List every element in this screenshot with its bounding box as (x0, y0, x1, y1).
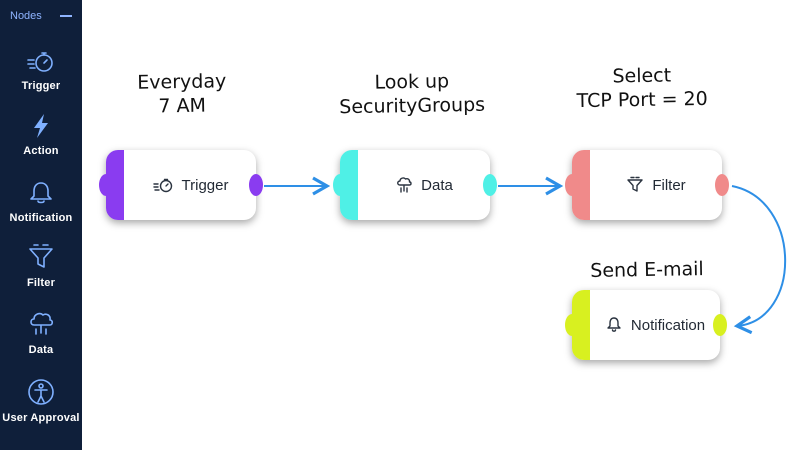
funnel-icon (627, 176, 644, 192)
node-label: Notification (630, 316, 706, 334)
sidebar-item-trigger[interactable]: Trigger (0, 50, 82, 92)
node-color-bar (106, 150, 124, 220)
output-port[interactable] (249, 174, 263, 196)
annotation-data: Look up SecurityGroups (339, 70, 486, 119)
node-color-bar (572, 290, 590, 360)
output-port[interactable] (715, 174, 729, 196)
funnel-icon (29, 244, 53, 268)
annotation-trigger: Everyday 7 AM (137, 70, 227, 118)
sidebar-item-label: User Approval (2, 412, 80, 424)
node-notification[interactable]: Notification (565, 290, 727, 360)
bell-icon (607, 317, 621, 332)
person-icon (28, 379, 54, 405)
node-label: Filter (652, 176, 686, 194)
sidebar-item-notification[interactable]: Notification (0, 180, 82, 224)
sidebar-item-label: Action (23, 145, 59, 157)
node-trigger[interactable]: Trigger (99, 150, 263, 220)
sidebar-item-action[interactable]: Action (0, 113, 82, 157)
nodes-sidebar: Nodes Trigger Action Notification Filter… (0, 0, 82, 450)
cloud-data-icon (30, 312, 54, 335)
output-port[interactable] (483, 174, 497, 196)
stopwatch-icon (152, 178, 172, 193)
output-port[interactable] (713, 314, 727, 336)
bell-icon (30, 182, 52, 204)
sidebar-title: Nodes (10, 10, 42, 22)
sidebar-item-label: Filter (26, 277, 56, 289)
node-filter[interactable]: Filter (565, 150, 729, 220)
sidebar-item-user-approval[interactable]: User Approval (0, 378, 82, 424)
node-data[interactable]: Data (333, 150, 497, 220)
annotation-filter: Select TCP Port = 20 (576, 64, 708, 113)
annotation-notification: Send E-mail (590, 258, 704, 282)
workflow-canvas[interactable]: Everyday 7 AM Look up SecurityGroups Sel… (82, 0, 800, 450)
collapse-icon[interactable] (60, 15, 72, 17)
sidebar-header: Nodes (0, 0, 82, 32)
cloud-data-icon (397, 177, 412, 193)
node-color-bar (572, 150, 590, 220)
node-label: Trigger (181, 176, 229, 194)
sidebar-item-label: Notification (9, 212, 73, 224)
sidebar-item-filter[interactable]: Filter (0, 243, 82, 289)
node-color-bar (340, 150, 358, 220)
connector-filter-notification (731, 185, 787, 335)
sidebar-item-label: Data (28, 344, 54, 356)
stopwatch-icon (27, 52, 53, 72)
lightning-icon (34, 114, 48, 138)
sidebar-item-label: Trigger (21, 80, 61, 92)
node-label: Data (421, 176, 453, 194)
sidebar-item-data[interactable]: Data (0, 310, 82, 356)
